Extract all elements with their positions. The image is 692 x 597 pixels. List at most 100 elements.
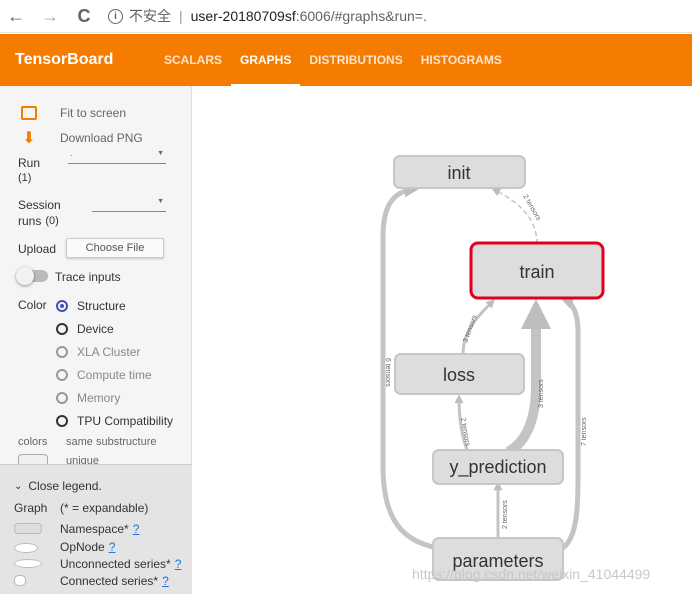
color-option-compute-time[interactable]: Compute time bbox=[56, 368, 152, 382]
tab-histograms[interactable]: HISTOGRAMS bbox=[420, 53, 502, 67]
namespace-shape-icon bbox=[14, 523, 42, 534]
legend-item-label: Unconnected series* bbox=[60, 557, 171, 571]
edge-loss-train bbox=[461, 299, 495, 355]
run-count: (1) bbox=[18, 172, 32, 184]
radio-xla-cluster[interactable] bbox=[56, 346, 68, 358]
color-option-label: Memory bbox=[77, 391, 121, 405]
color-option-tpu-compatibility[interactable]: TPU Compatibility bbox=[56, 414, 173, 428]
fit-to-screen-button[interactable]: Fit to screen bbox=[18, 106, 126, 120]
node-y-prediction[interactable]: y_prediction bbox=[432, 449, 564, 485]
legend-panel: ⌄ Close legend. Graph (* = expandable) N… bbox=[0, 464, 192, 594]
fit-to-screen-label: Fit to screen bbox=[60, 106, 127, 120]
color-option-device[interactable]: Device bbox=[56, 322, 114, 336]
chevron-down-icon: ▼ bbox=[157, 150, 164, 157]
tab-distributions[interactable]: DISTRIBUTIONS bbox=[309, 53, 403, 67]
color-option-label: TPU Compatibility bbox=[77, 414, 174, 428]
node-parameters[interactable]: parameters bbox=[432, 537, 564, 581]
session-label-2: runs bbox=[18, 214, 42, 228]
fit-screen-icon bbox=[21, 106, 37, 120]
color-option-label: Device bbox=[77, 322, 114, 336]
unique-label: unique bbox=[66, 455, 100, 464]
trace-inputs-toggle[interactable] bbox=[16, 267, 48, 285]
colors-label: colors bbox=[18, 436, 48, 448]
browser-toolbar: ← → C i 不安全 | user-20180709sf :6006/#gra… bbox=[0, 0, 692, 33]
edge-ypred-train bbox=[505, 299, 551, 457]
node-label: train bbox=[519, 262, 554, 282]
chevron-down-icon: ▼ bbox=[157, 198, 164, 205]
address-bar[interactable]: i 不安全 | user-20180709sf :6006/#graphs&ru… bbox=[108, 6, 427, 26]
color-option-structure[interactable]: Structure bbox=[56, 299, 126, 313]
help-link[interactable]: ? bbox=[162, 574, 169, 588]
app-header: TensorBoard SCALARS GRAPHS DISTRIBUTIONS… bbox=[0, 34, 692, 86]
run-label: Run bbox=[18, 156, 41, 170]
edge-label: 7 tensors bbox=[581, 417, 588, 446]
expandable-note: (* = expandable) bbox=[60, 501, 149, 515]
info-icon[interactable]: i bbox=[108, 8, 123, 24]
color-option-memory[interactable]: Memory bbox=[56, 391, 120, 405]
radio-compute-time[interactable] bbox=[56, 369, 68, 381]
graph-canvas[interactable]: 2 tensors 6 tensors 3 tensors 3 tensors … bbox=[193, 86, 692, 594]
tab-graphs[interactable]: GRAPHS bbox=[231, 34, 301, 86]
edge-train-init bbox=[491, 188, 538, 245]
chevron-down-icon: ⌄ bbox=[14, 480, 23, 492]
download-icon: ⬇ bbox=[22, 130, 36, 147]
url-host: user-20180709sf bbox=[190, 8, 296, 24]
choose-file-button[interactable]: Choose File bbox=[66, 238, 164, 258]
legend-namespace: Namespace* ? bbox=[60, 522, 139, 536]
sidebar: Fit to screen ⬇ Download PNG Run (1) . ▼… bbox=[0, 86, 192, 594]
connected-series-icon bbox=[14, 575, 26, 586]
reload-icon[interactable]: C bbox=[77, 5, 91, 26]
radio-memory[interactable] bbox=[56, 392, 68, 404]
radio-tpu-compatibility[interactable] bbox=[56, 415, 68, 427]
edge-label: 2 tensors bbox=[521, 194, 542, 223]
radio-structure[interactable] bbox=[56, 300, 68, 312]
graph-svg[interactable]: 2 tensors 6 tensors 3 tensors 3 tensors … bbox=[193, 86, 692, 594]
close-legend-button[interactable]: ⌄ Close legend. bbox=[14, 479, 102, 493]
node-label: init bbox=[447, 163, 470, 183]
same-substructure-label: same substructure bbox=[66, 436, 157, 448]
edge-label: 3 tensors bbox=[538, 379, 545, 408]
help-link[interactable]: ? bbox=[132, 522, 140, 536]
unique-swatch bbox=[18, 454, 48, 464]
edge-parameters-init bbox=[380, 182, 440, 551]
legend-opnode: OpNode ? bbox=[60, 540, 115, 554]
session-label-1: Session bbox=[18, 198, 61, 212]
brand-title[interactable]: TensorBoard bbox=[15, 51, 114, 68]
color-option-label: XLA Cluster bbox=[77, 345, 141, 359]
opnode-shape-icon bbox=[14, 543, 38, 553]
legend-unconnected-series: Unconnected series* ? bbox=[60, 557, 181, 571]
help-link[interactable]: ? bbox=[174, 557, 182, 571]
edge-label: 2 tensors bbox=[502, 500, 509, 529]
node-train[interactable]: train bbox=[469, 241, 605, 300]
trace-inputs-label: Trace inputs bbox=[55, 270, 121, 284]
download-png-button[interactable]: ⬇ Download PNG bbox=[18, 128, 142, 148]
edge-label: 2 tensors bbox=[459, 417, 471, 447]
legend-connected-series: Connected series* ? bbox=[60, 574, 169, 588]
url-rest: :6006/#graphs&run=. bbox=[295, 8, 427, 24]
color-option-xla-cluster[interactable]: XLA Cluster bbox=[56, 345, 140, 359]
edge-ypred-loss bbox=[454, 394, 470, 453]
back-icon[interactable]: ← bbox=[7, 5, 25, 26]
radio-device[interactable] bbox=[56, 323, 68, 335]
upload-label: Upload bbox=[18, 242, 57, 256]
help-link[interactable]: ? bbox=[108, 540, 116, 554]
forward-icon[interactable]: → bbox=[41, 5, 59, 26]
legend-item-label: Namespace* bbox=[60, 522, 129, 536]
node-loss[interactable]: loss bbox=[394, 353, 525, 395]
session-select[interactable]: ▼ bbox=[92, 198, 166, 212]
run-select[interactable]: . ▼ bbox=[68, 148, 166, 164]
insecure-label: 不安全 bbox=[129, 8, 171, 24]
session-count: (0) bbox=[45, 215, 59, 227]
edge-label: 6 tensors bbox=[384, 358, 391, 387]
legend-item-label: Connected series* bbox=[60, 574, 159, 588]
address-separator: | bbox=[179, 8, 183, 24]
node-label: y_prediction bbox=[449, 457, 546, 478]
edge-label: 3 tensors bbox=[462, 314, 479, 344]
toggle-knob bbox=[16, 267, 34, 285]
watermark-text: https://blog.csdn.net/weixin_41044499 bbox=[412, 566, 651, 582]
unconnected-series-icon bbox=[14, 559, 42, 568]
run-select-value: . bbox=[70, 148, 73, 158]
node-init[interactable]: init bbox=[393, 155, 526, 189]
tab-scalars[interactable]: SCALARS bbox=[164, 53, 223, 67]
color-label: Color bbox=[18, 298, 47, 312]
